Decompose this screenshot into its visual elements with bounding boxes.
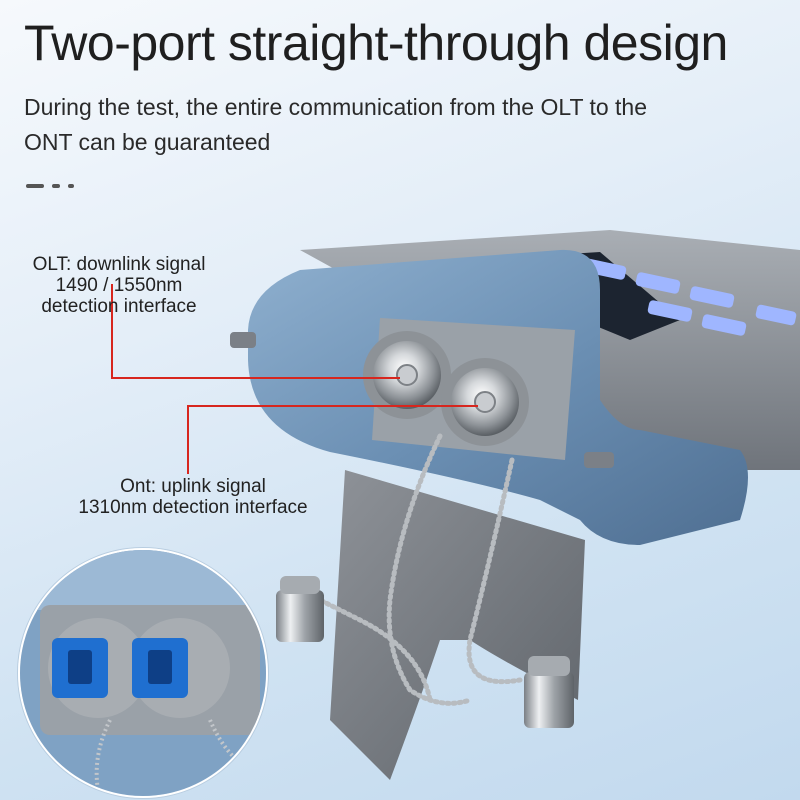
kickstand (330, 470, 585, 780)
bead-chain (297, 587, 433, 703)
side-tab (230, 332, 256, 348)
leader-line-olt (111, 284, 400, 379)
bead-chain (386, 433, 473, 706)
bead-chain (466, 457, 523, 685)
dashes-divider (26, 184, 74, 188)
inset-closeup (18, 548, 268, 798)
callout-olt-line2: 1490 / 1550nm (55, 275, 183, 296)
keypad-button (635, 272, 681, 294)
callout-olt-line1: OLT: downlink signal (32, 254, 206, 275)
fiber-port-ont-ferrule (474, 391, 496, 413)
dust-cap (276, 590, 324, 642)
dust-cap-top (528, 656, 570, 676)
keypad-button (689, 286, 735, 308)
callout-ont-line1: Ont: uplink signal (120, 476, 266, 497)
dash (52, 184, 60, 188)
fiber-port-olt-ferrule (396, 364, 418, 386)
dash (68, 184, 74, 188)
dash (26, 184, 44, 188)
keypad-button (647, 300, 693, 322)
leader-line-ont (187, 405, 478, 474)
keypad-button (755, 304, 797, 326)
callout-ont-line2: 1310nm detection interface (78, 497, 308, 518)
subheadline: During the test, the entire communicatio… (24, 94, 648, 155)
dust-cap (524, 672, 574, 728)
dust-cap-top (280, 576, 320, 594)
side-tab (584, 452, 614, 468)
page-title: Two-port straight-through design (24, 15, 728, 71)
callout-olt: OLT: downlink signal 1490 / 1550nm detec… (14, 254, 224, 317)
keypad-button (701, 314, 747, 336)
callout-ont: Ont: uplink signal 1310nm detection inte… (48, 476, 338, 518)
inset-illustration (20, 550, 266, 796)
callout-olt-line3: detection interface (41, 296, 197, 317)
